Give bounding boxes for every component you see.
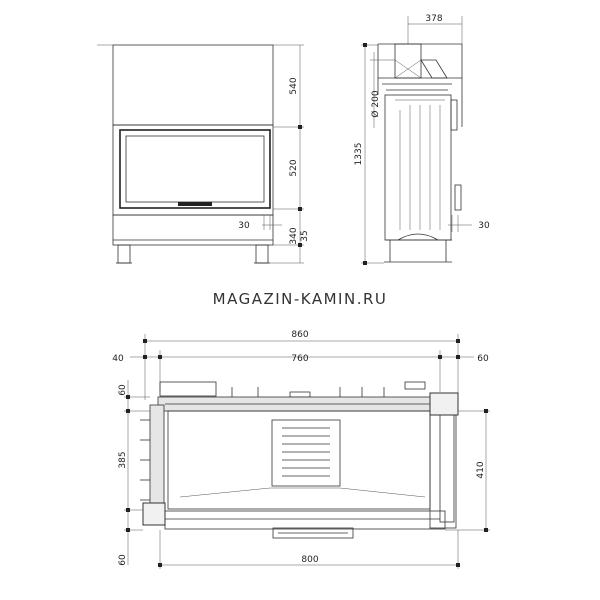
front-glass-inner xyxy=(125,135,265,203)
plan-dim-overall-width: 860 xyxy=(291,330,308,340)
front-dim-side: 30 xyxy=(238,221,250,231)
front-dim-feet: 35 xyxy=(300,230,310,241)
front-dim-bottom: 340 xyxy=(289,227,299,244)
plan-grate xyxy=(271,419,341,487)
side-view: 378 1335 Ø 200 xyxy=(354,14,490,265)
front-dim-top: 540 xyxy=(289,77,299,94)
plan-front-glass xyxy=(164,510,446,530)
side-deflector xyxy=(420,59,448,79)
plan-view: 860 760 40 60 xyxy=(112,330,490,569)
plan-dim-left-offset: 40 xyxy=(112,354,124,364)
plan-left-wall xyxy=(149,404,165,512)
plan-dim-bottom-offset: 60 xyxy=(118,554,128,566)
plan-corner-post-left xyxy=(142,502,166,526)
front-body xyxy=(112,124,274,216)
watermark-text: MAGAZIN-KAMIN.RU xyxy=(213,290,388,308)
plan-right-frame xyxy=(439,410,455,523)
plan-dim-bottom-width: 800 xyxy=(301,555,318,565)
plan-dim-right-offset: 60 xyxy=(477,354,489,364)
side-flue-collar xyxy=(394,43,422,79)
plan-corner-post-right xyxy=(429,392,459,416)
front-base xyxy=(112,214,274,246)
plan-dim-depth-left: 385 xyxy=(118,451,128,468)
plan-right-glass xyxy=(429,410,457,529)
front-foot-right xyxy=(255,244,269,264)
plan-dim-depth-right: 410 xyxy=(476,461,486,478)
front-view: 540 520 340 35 30 xyxy=(97,44,310,264)
side-dim-side: 30 xyxy=(478,221,490,231)
front-dim-mid: 520 xyxy=(289,159,299,176)
side-body xyxy=(384,94,452,241)
side-dim-height: 1335 xyxy=(354,143,364,166)
plan-dim-top-offset: 60 xyxy=(118,384,128,396)
front-glass-door xyxy=(119,129,271,209)
plan-door-handle xyxy=(272,527,354,539)
front-door-handle xyxy=(178,202,212,206)
side-base-arch xyxy=(389,233,447,262)
plan-dim-inner-width: 760 xyxy=(291,354,308,364)
front-upper-casing xyxy=(112,44,274,126)
side-dim-flue: Ø 200 xyxy=(370,90,381,117)
side-dim-depth: 378 xyxy=(425,14,442,24)
front-foot-left xyxy=(117,244,131,264)
